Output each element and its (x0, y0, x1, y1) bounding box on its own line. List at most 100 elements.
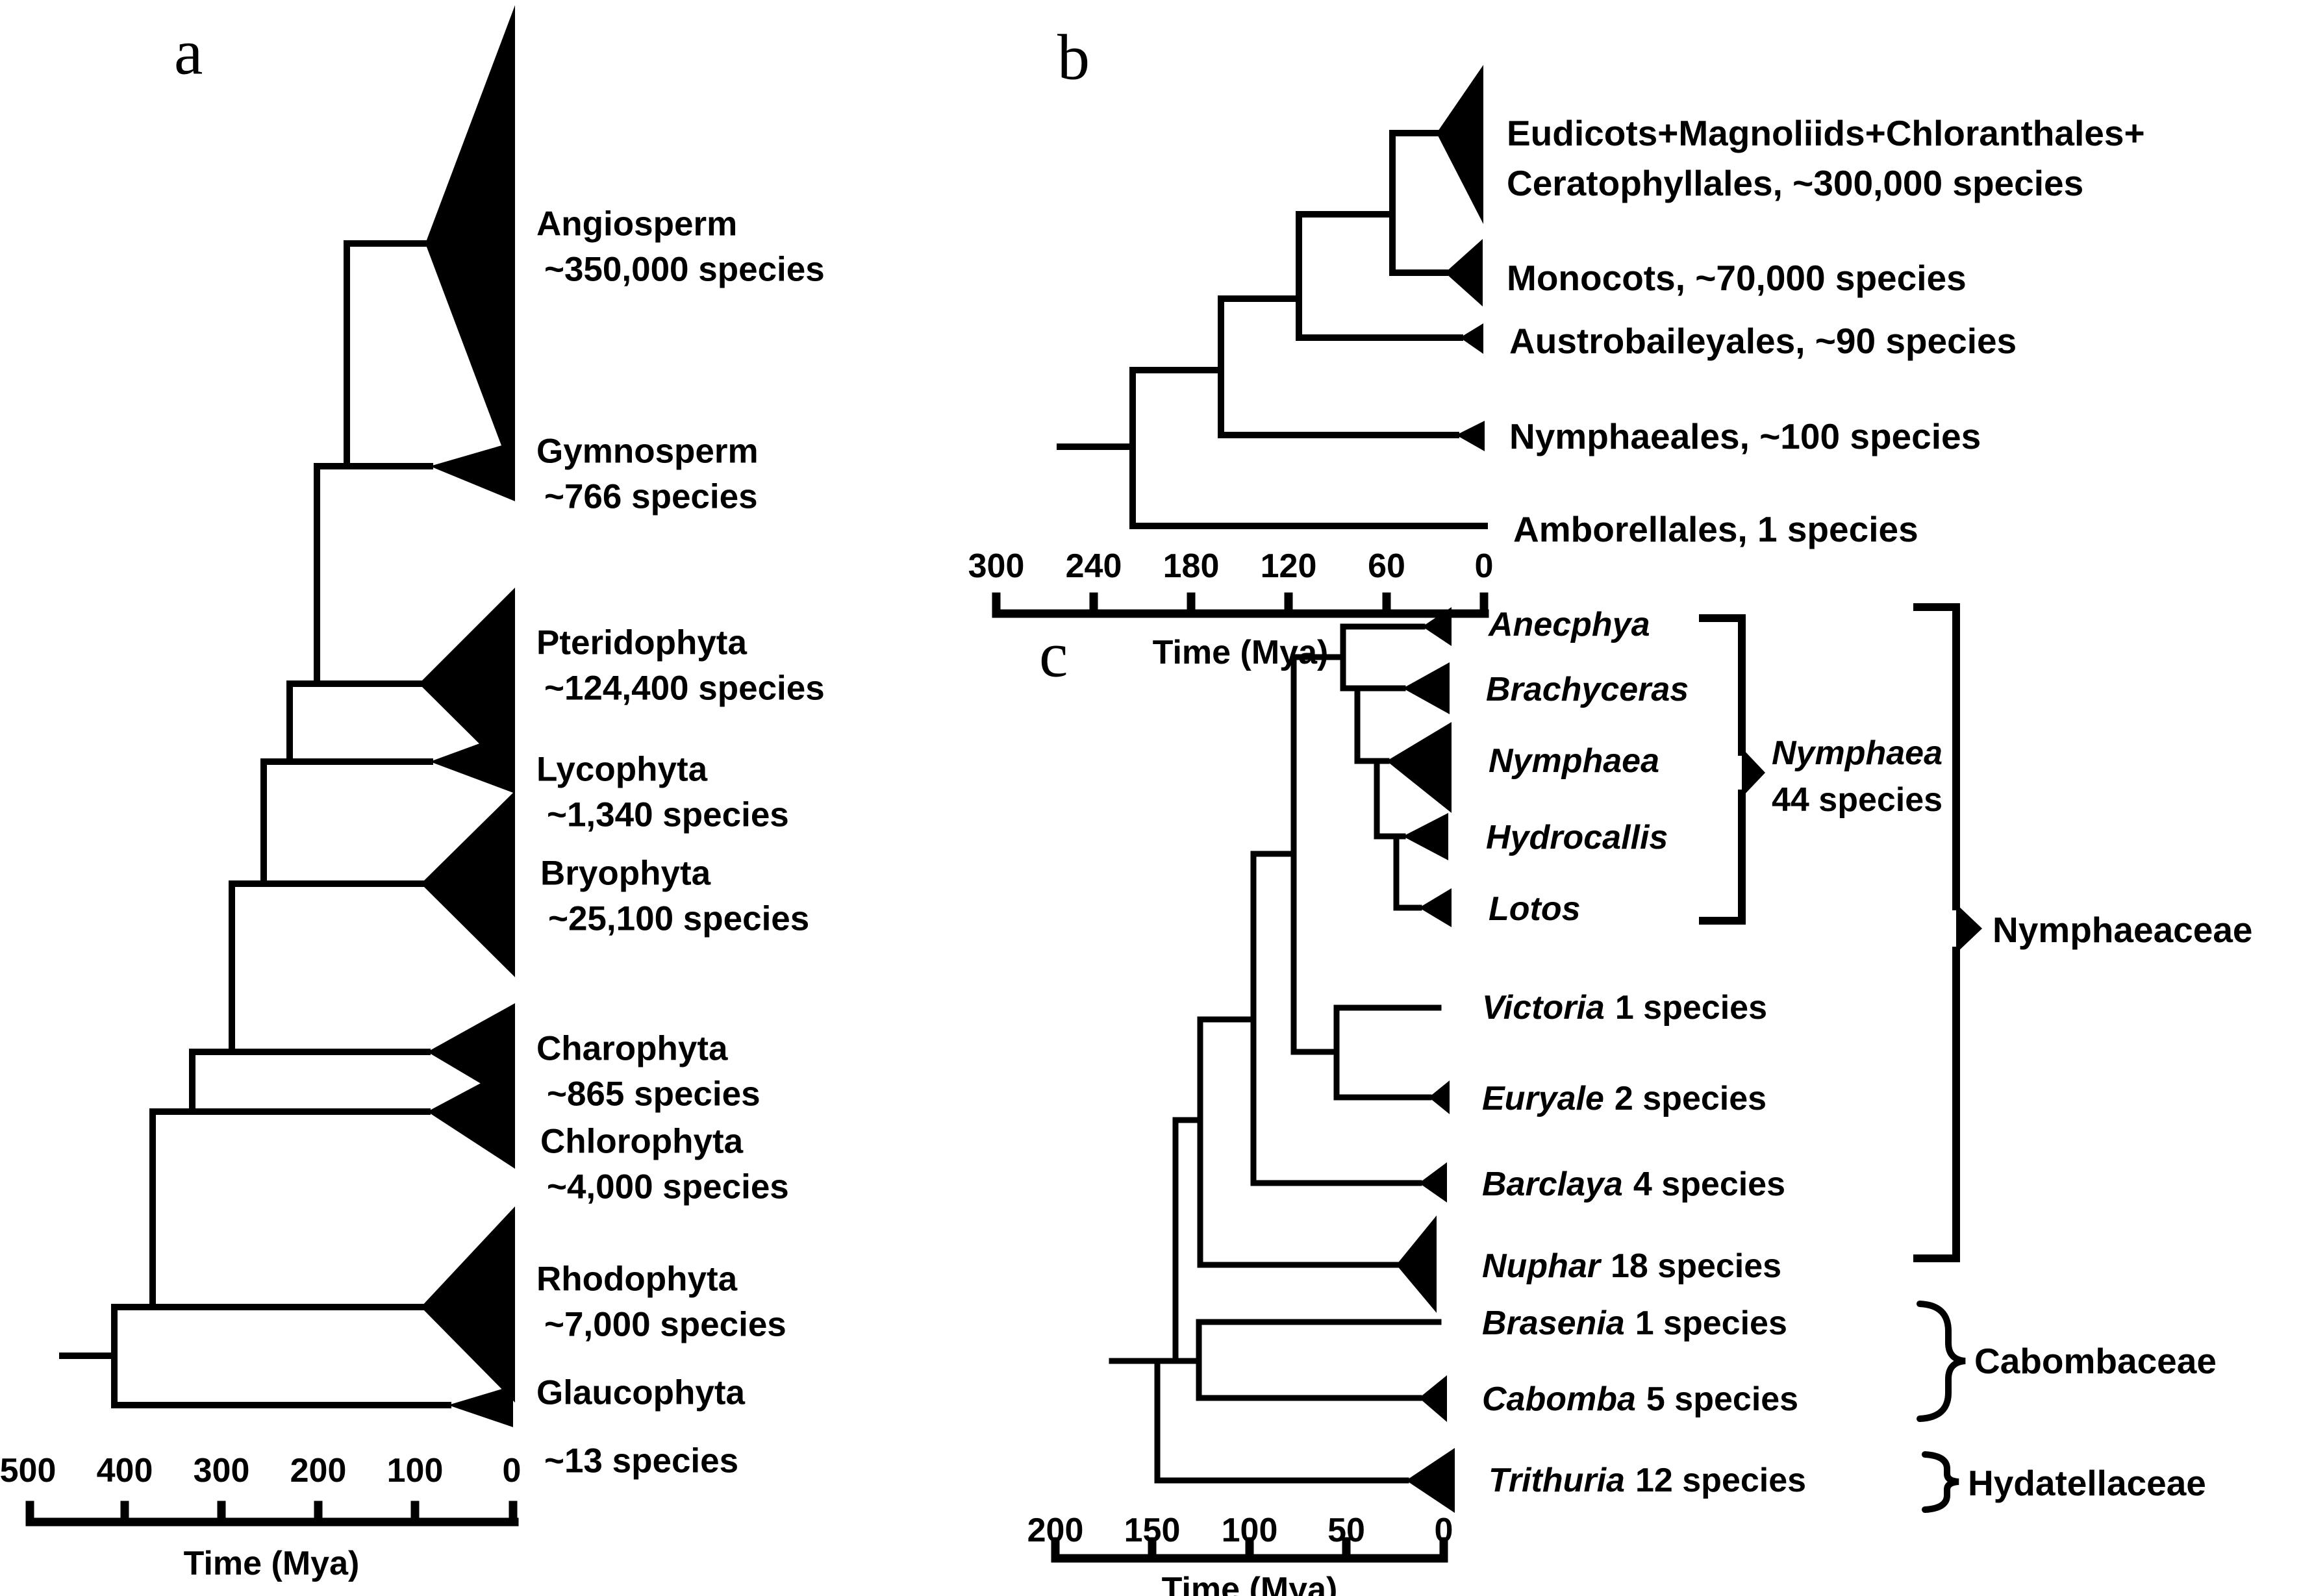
panel-c-letter: c (1039, 619, 1068, 691)
panel-a-letter: a (174, 16, 203, 88)
taxon-label-euryale: Euryale 2 species (1482, 1080, 1767, 1117)
panel-c-time-axis: 200 150 100 50 0 Time (Mya) (1027, 1512, 1453, 1596)
clade-triangle-trithuria (1406, 1448, 1455, 1513)
axis-c-scalebar (1051, 1537, 1448, 1563)
clade-triangle-gymnosperm (430, 442, 515, 501)
taxon-label-brachyceras: Brachyceras (1486, 671, 1689, 708)
panel-a-time-axis: 500 400 300 200 100 0 Time (Mya) (0, 1452, 521, 1582)
bracket-nymphaeaceae (1913, 603, 1960, 1262)
panel-c: c Anecphya Brachyceras Nymphaea Hydrocal… (1027, 603, 2253, 1596)
axis-b-tick-180: 180 (1163, 547, 1220, 585)
taxon-name-charophyta: Charophyta (536, 1030, 728, 1068)
axis-c-title: Time (Mya) (1162, 1571, 1338, 1596)
nymphaea-group-genus: Nymphaea (1772, 734, 1943, 772)
taxon-name-lycophyta: Lycophyta (536, 751, 708, 789)
axis-b-tick-240: 240 (1066, 547, 1122, 585)
clade-triangle-anecphya (1422, 607, 1452, 646)
nymphaea-group-name: Nymphaea (1772, 734, 1943, 772)
bracket-hydatellaceae (1922, 1451, 1959, 1513)
taxon-count-glaucophyta: ~13 species (544, 1442, 738, 1480)
genus-lotos: Lotos (1489, 890, 1581, 928)
axis-a-tick-300: 300 (194, 1452, 250, 1490)
clade-triangle-angiosperm (425, 5, 515, 482)
genus-trithuria: Trithuria (1489, 1462, 1625, 1499)
genus-brachyceras: Brachyceras (1486, 671, 1689, 708)
bracket-nymphaea-44 (1699, 614, 1746, 925)
axis-a-tick-500: 500 (0, 1452, 56, 1490)
clade-triangle-chlorophyta (427, 1065, 515, 1169)
taxon-label-nymphaeales: Nymphaeales, ~100 species (1509, 416, 1981, 456)
taxon-label-barclaya: Barclaya 4 species (1482, 1166, 1785, 1203)
axis-a-scalebar (25, 1501, 519, 1527)
nymphaea-group-count: 44 species (1772, 781, 1943, 819)
taxon-count-pteridophyta: ~124,400 species (544, 669, 825, 708)
axis-b-tick-120: 120 (1261, 547, 1317, 585)
clade-triangle-nymphaea (1387, 722, 1452, 813)
axis-b-tick-60: 60 (1368, 547, 1405, 585)
genus-euryale: Euryale (1482, 1080, 1604, 1117)
clade-triangle-lycophyta (430, 730, 515, 793)
panel-a-branches (59, 240, 451, 1408)
taxon-name-pteridophyta: Pteridophyta (536, 624, 747, 662)
panel-c-branches (1109, 623, 1442, 1484)
count-trithuria: 12 species (1635, 1462, 1806, 1499)
axis-a-tick-100: 100 (387, 1452, 444, 1490)
clade-triangle-bryophyta (421, 791, 515, 977)
bracket-cabombaceae (1917, 1301, 1966, 1422)
clade-triangle-austrobaileyales (1460, 323, 1483, 354)
count-victoria: 1 species (1615, 989, 1767, 1027)
genus-anecphya: Anecphya (1487, 606, 1650, 643)
axis-a-title: Time (Mya) (184, 1545, 360, 1582)
genus-barclaya: Barclaya (1482, 1166, 1623, 1203)
taxon-name-bryophyta: Bryophyta (540, 854, 711, 893)
taxon-label-trithuria: Trithuria 12 species (1489, 1462, 1806, 1499)
taxon-count-rhodophyta: ~7,000 species (544, 1306, 786, 1344)
genus-cabomba: Cabomba (1482, 1380, 1636, 1418)
taxon-name-rhodophyta: Rhodophyta (536, 1260, 738, 1299)
genus-nymphaea: Nymphaea (1489, 742, 1659, 780)
axis-b-scalebar (992, 592, 1489, 618)
axis-a-tick-0: 0 (503, 1452, 522, 1490)
bracket-nymphaea-44-pointer (1742, 748, 1765, 797)
clade-triangle-glaucophyta (448, 1386, 513, 1427)
clade-triangle-euryale (1429, 1080, 1450, 1114)
panel-b-time-axis: 300 240 180 120 60 0 Time (Mya) (968, 547, 1494, 671)
taxon-count-angiosperm: ~350,000 species (544, 251, 825, 289)
axis-b-tick-0: 0 (1475, 547, 1494, 585)
taxon-label-anecphya: Anecphya (1487, 606, 1650, 643)
clade-triangle-monocots (1445, 239, 1483, 306)
taxon-name-gymnosperm: Gymnosperm (536, 432, 759, 471)
panel-a: a Angiosperm ~350,000 species Gymnosperm… (0, 5, 825, 1582)
genus-brasenia: Brasenia (1482, 1304, 1625, 1342)
taxon-name-glaucophyta: Glaucophyta (536, 1374, 746, 1412)
family-label-cabombaceae: Cabombaceae (1974, 1341, 2217, 1381)
taxon-label-eudicots-line1: Eudicots+Magnoliids+Chloranthales+ (1507, 113, 2145, 153)
count-barclaya: 4 species (1633, 1166, 1785, 1203)
genus-hydrocallis: Hydrocallis (1486, 819, 1668, 856)
taxon-count-bryophyta: ~25,100 species (548, 900, 809, 938)
count-brasenia: 1 species (1635, 1304, 1787, 1342)
clade-triangle-eudicots (1437, 65, 1483, 224)
bracket-nymphaeaceae-pointer (1956, 904, 1982, 953)
count-nuphar: 18 species (1611, 1247, 1781, 1285)
panel-b-branches (1057, 130, 1488, 529)
taxon-label-victoria: Victoria 1 species (1482, 989, 1767, 1027)
clade-triangle-nymphaeales (1456, 421, 1485, 451)
clade-triangle-lotos (1419, 888, 1452, 927)
taxon-label-amborellales: Amborellales, 1 species (1513, 509, 1918, 549)
axis-a-tick-400: 400 (97, 1452, 153, 1490)
clade-triangle-barclaya (1419, 1162, 1447, 1203)
genus-nuphar: Nuphar (1482, 1247, 1602, 1285)
axis-a-tick-200: 200 (290, 1452, 347, 1490)
taxon-count-charophyta: ~865 species (547, 1075, 761, 1114)
clade-triangle-rhodophyta (421, 1206, 515, 1403)
clade-triangle-cabomba (1419, 1375, 1447, 1422)
taxon-name-angiosperm: Angiosperm (536, 205, 737, 243)
genus-victoria: Victoria (1482, 989, 1605, 1027)
family-label-nymphaeaceae: Nymphaeaceae (1993, 910, 2253, 950)
count-euryale: 2 species (1615, 1080, 1767, 1117)
